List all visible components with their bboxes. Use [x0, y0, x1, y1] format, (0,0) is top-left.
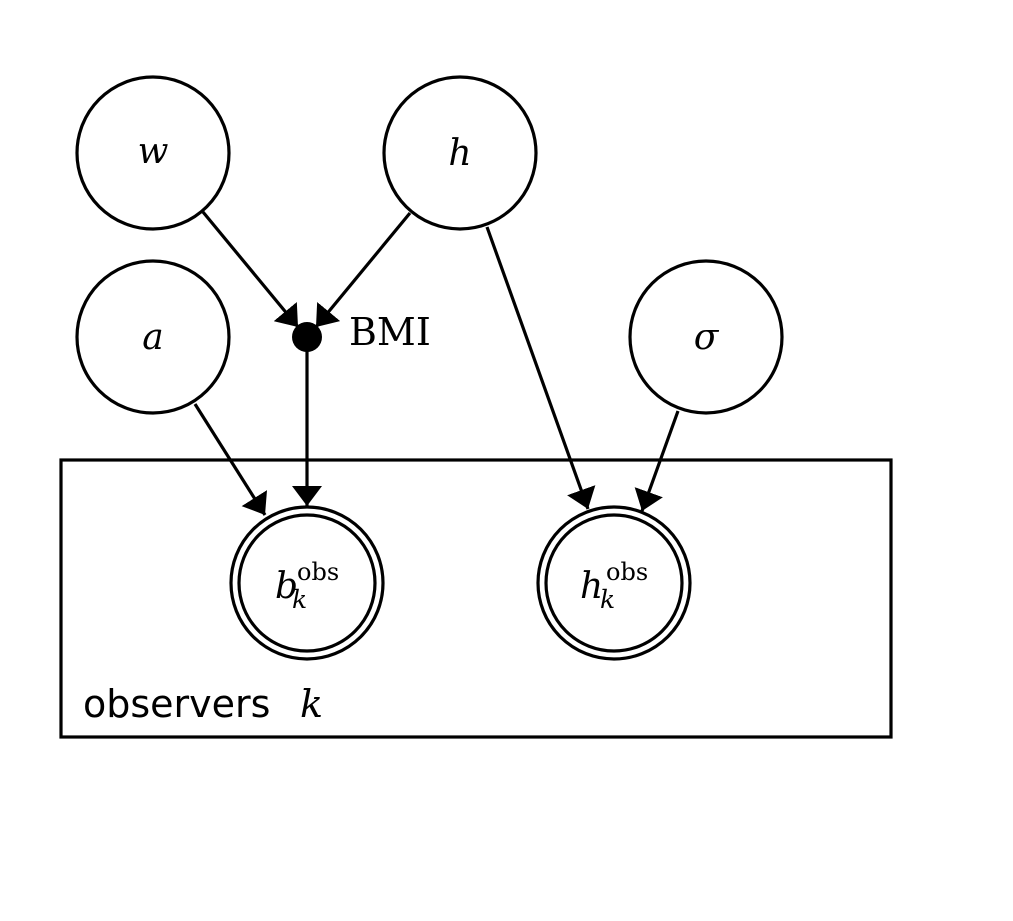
node-w-circle: [75, 75, 231, 231]
node-h-obs-inner-circle: [544, 513, 684, 653]
node-sigma-label: σ: [694, 317, 720, 358]
node-a-label: a: [142, 317, 163, 358]
edges: [193, 210, 680, 516]
node-w: w: [75, 75, 231, 231]
node-b-obs-superscript: obs: [297, 558, 339, 586]
node-b-obs-base: b: [275, 566, 298, 607]
plate-label: observers k: [83, 682, 323, 726]
node-bmi-label: BMI: [349, 310, 431, 354]
node-h-obs-subscript: k: [600, 585, 615, 614]
plate-label-index: k: [300, 682, 323, 726]
node-w-label: w: [138, 131, 169, 172]
node-b-obs: b k obs: [229, 505, 385, 661]
node-h-obs-base: h: [580, 566, 603, 607]
node-sigma-circle: [628, 259, 784, 415]
edge-a-to-b-obs: [193, 403, 268, 516]
node-b-obs-inner-circle: [237, 513, 377, 653]
node-sigma: σ: [628, 259, 784, 415]
edge-h-to-bmi: [314, 211, 412, 329]
node-a-circle: [75, 259, 231, 415]
node-h-obs-superscript: obs: [606, 558, 648, 586]
node-h-label: h: [448, 133, 471, 174]
edge-w-to-bmi: [201, 210, 300, 329]
node-bmi-dot: [292, 322, 322, 352]
node-h-obs: h k obs: [536, 505, 692, 661]
node-bmi: BMI: [292, 310, 431, 354]
node-h-circle: [382, 75, 538, 231]
node-h: h: [382, 75, 538, 231]
edge-sigma-to-h-obs: [634, 410, 680, 512]
plate-label-text: observers: [83, 682, 270, 726]
plate-observers: [59, 458, 893, 739]
node-a: a: [75, 259, 231, 415]
edge-h-to-h-obs: [485, 226, 596, 510]
node-b-obs-subscript: k: [292, 585, 307, 614]
